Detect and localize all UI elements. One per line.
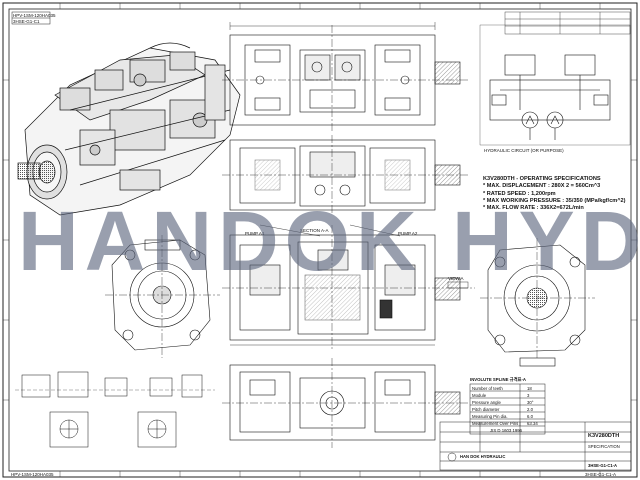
title-model: K3V280DTH — [588, 433, 620, 439]
title-drawing-no: 3HSE-G1-C1-A — [588, 463, 618, 468]
pump-right-end-view — [480, 238, 595, 367]
involute-row-5-label: Measuring Pin dia. — [472, 414, 508, 419]
spec-heading: K3V280DTH - OPERATING SPECIFICATIONS — [483, 176, 601, 182]
pump-bottom-view — [222, 358, 470, 448]
involute-row-2-label: Module — [472, 393, 487, 398]
view-a-label: VIEW A — [448, 276, 464, 281]
bottom-right-title-block — [439, 421, 632, 471]
isometric-pump-illustration — [17, 42, 241, 216]
involute-standard: JIS D 1603 1996 — [490, 428, 523, 433]
top-left-sheet-ref: 3HSE-G1-C1 — [13, 19, 40, 24]
spec-max-flow: * MAX. FLOW RATE : 336X2=672L/min — [483, 205, 584, 212]
watermark: HANDOK HYD — [18, 194, 640, 288]
title-doc-type: SPECIFICATION — [588, 444, 620, 449]
involute-row-4-label: Pitch diameter — [472, 407, 500, 412]
involute-row-6-value: 63.34 — [527, 421, 538, 426]
spec-max-pressure: * MAX WORKING PRESSURE : 35/350 (MPa/kgf… — [483, 197, 626, 204]
involute-row-4-value: 2.0 — [527, 407, 533, 412]
hydraulic-schematic — [479, 24, 631, 146]
pump-side-view — [222, 224, 475, 350]
involute-row-6-label: Measurement Over Pins — [472, 421, 519, 426]
top-right-revision-block — [504, 11, 631, 35]
footer-left: HPV-1SM-120HA035 — [11, 472, 54, 477]
operating-specifications: K3V280DTH - OPERATING SPECIFICATIONS * M… — [483, 176, 633, 212]
spec-displacement: * MAX. DISPLACEMENT : 280X 2 = 560Cm^3 — [483, 183, 601, 190]
involute-row-3-value: 30° — [527, 400, 534, 405]
pump-front-view — [222, 135, 470, 215]
involute-row-2-value: 3 — [527, 393, 530, 398]
involute-row-1-label: Number of teeth — [472, 386, 503, 391]
pump-left-end-view — [105, 235, 220, 358]
top-left-drawing-no: HPV-1SM-120HA035 — [13, 13, 56, 18]
pump-a1-label: PUMP A1 — [245, 231, 265, 236]
section-label: SECTION A-A — [300, 228, 329, 233]
pump-top-view — [222, 22, 470, 132]
involute-row-3-label: Pressure angle — [472, 400, 501, 405]
schematic-caption: HYDRAULIC CIRCUIT (OR PURPOSE) — [484, 148, 564, 153]
bottom-left-details — [15, 371, 215, 448]
involute-table-grid — [469, 383, 546, 435]
involute-table-heading: INVOLUTE SPLINE 규격표-A — [470, 377, 527, 382]
spec-rated-speed: * RATED SPEED : 1,200rpm — [483, 190, 556, 197]
pump-a2-label: PUMP A2 — [398, 231, 418, 236]
involute-row-5-value: 6.0 — [527, 414, 533, 419]
title-company: HAN DOK HYDRAULIC — [460, 454, 506, 459]
top-left-title-box — [11, 11, 51, 25]
footer-right: 3HSE-G1-C1-A — [585, 472, 617, 477]
involute-row-1-value: 18 — [527, 386, 532, 391]
